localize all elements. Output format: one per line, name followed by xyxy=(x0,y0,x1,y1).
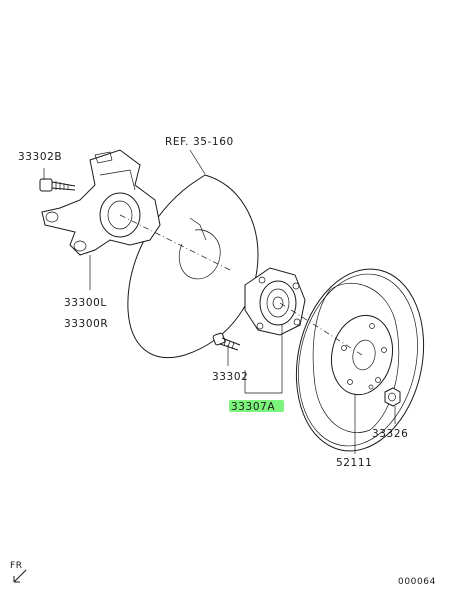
label-ref: REF. 35-160 xyxy=(165,136,234,148)
knuckle xyxy=(41,149,161,256)
label-33307a: 33307A xyxy=(231,401,275,413)
knuckle-bolt xyxy=(39,178,76,192)
hub-assembly xyxy=(244,267,306,336)
diagram-id: 000064 xyxy=(398,577,436,587)
label-33326: 33326 xyxy=(372,428,408,440)
label-33300l: 33300L xyxy=(64,297,107,309)
label-33302: 33302 xyxy=(212,371,248,383)
front-arrow-icon xyxy=(13,569,27,583)
label-fr: FR xyxy=(10,561,23,571)
wheel-nut xyxy=(384,387,401,407)
highlight-33307a xyxy=(229,400,284,412)
brake-rotor xyxy=(295,268,425,452)
leader-lines xyxy=(43,149,396,454)
label-33302b: 33302B xyxy=(18,151,62,163)
dust-shield xyxy=(127,174,259,359)
label-33300r: 33300R xyxy=(64,318,108,330)
hub-bolt xyxy=(212,332,241,351)
label-52111: 52111 xyxy=(336,457,372,469)
